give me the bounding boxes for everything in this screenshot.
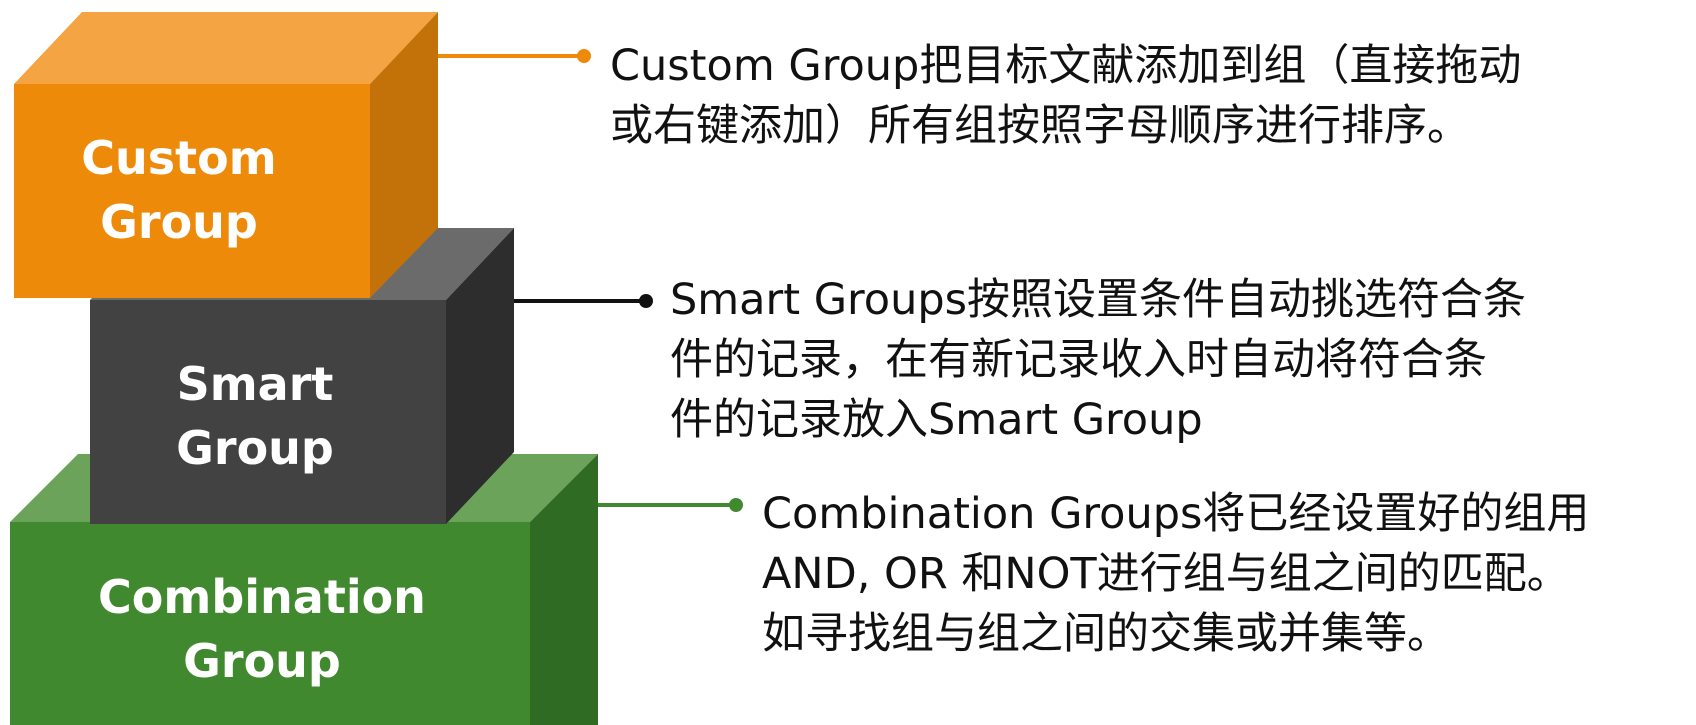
smart-block-front-face [90,300,446,524]
combination-block-side-face [530,454,598,725]
custom-connector [438,49,591,63]
combination-group-label-line-2: Group [183,634,341,688]
custom-description-line-2: 或右键添加）所有组按照字母顺序进行排序。 [610,101,1470,151]
combination-group-label: Combination Group [12,565,512,693]
smart-group-label: Smart Group [90,352,420,480]
custom-description-line-1: Custom Group把目标文献添加到组（直接拖动 [610,41,1522,91]
combination-description-line-1: Combination Groups将已经设置好的组用 [762,489,1590,539]
smart-description-line-1: Smart Groups按照设置条件自动挑选符合条 [670,275,1527,325]
custom-group-label: Custom Group [14,126,344,254]
smart-group-label-line-1: Smart [176,357,334,411]
combination-group-description: Combination Groups将已经设置好的组用 AND, OR 和NOT… [762,484,1589,664]
smart-connector [514,294,653,308]
custom-block [14,12,438,298]
smart-block-side-face [446,228,514,524]
custom-block-top-face [14,12,438,84]
smart-group-label-line-2: Group [176,421,334,475]
combination-connector [598,498,743,512]
custom-group-label-line-2: Group [100,195,258,249]
custom-block-side-face [370,12,438,298]
custom-group-label-line-1: Custom [81,131,277,185]
custom-group-description: Custom Group把目标文献添加到组（直接拖动 或右键添加）所有组按照字母… [610,36,1521,156]
smart-group-description: Smart Groups按照设置条件自动挑选符合条 件的记录，在有新记录收入时自… [670,270,1526,450]
combination-group-label-line-1: Combination [98,570,426,624]
combination-block-front-face [10,522,530,725]
smart-description-line-2: 件的记录，在有新记录收入时自动将符合条 [670,335,1487,385]
combination-description-line-2: AND, OR 和NOT进行组与组之间的匹配。 [762,549,1570,599]
combination-description-line-3: 如寻找组与组之间的交集或并集等。 [762,609,1450,659]
smart-description-line-3: 件的记录放入Smart Group [670,395,1203,445]
custom-block-front-face [14,84,370,298]
